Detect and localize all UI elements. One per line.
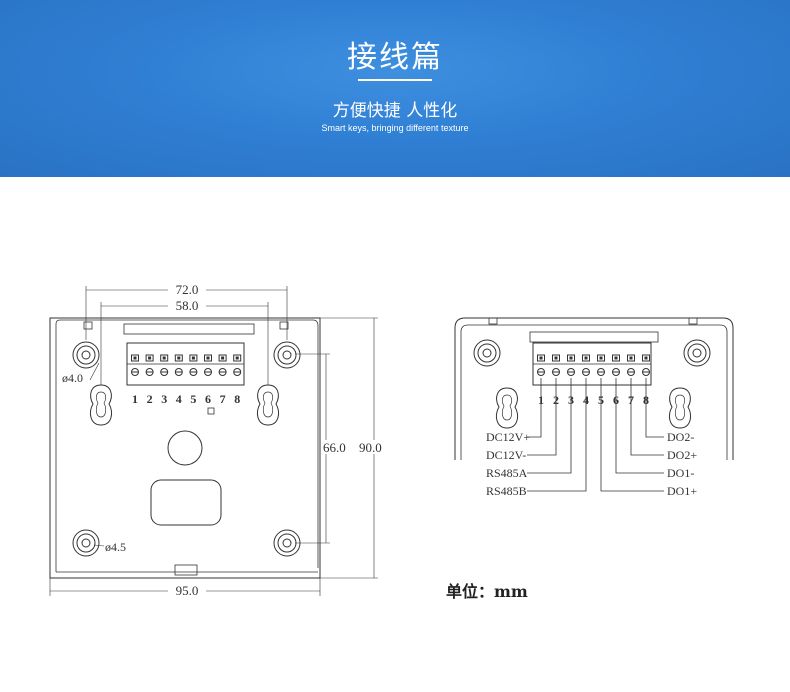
left-pin-core-7 xyxy=(221,356,225,360)
dim-66: 66.0 xyxy=(323,440,346,455)
right-pin-core-3 xyxy=(569,356,573,360)
screw-hole-right-left xyxy=(473,339,501,367)
right-pin-slot-7 xyxy=(627,354,635,362)
right-pin-core-4 xyxy=(584,356,588,360)
left-pin-core-3 xyxy=(162,356,166,360)
right-pin-slot-3 xyxy=(567,354,575,362)
rect-cutout xyxy=(150,479,222,526)
dim-hole-4: ø4.0 xyxy=(62,371,83,385)
banner-subtitle-en: Smart keys, bringing different texture xyxy=(321,123,469,133)
header-banner: 接线篇 方便快捷 人性化 Smart keys, bringing differ… xyxy=(0,0,790,177)
left-terminal-number-6: 6 xyxy=(205,392,211,406)
terminal-block-right xyxy=(532,342,652,386)
dim-58: 58.0 xyxy=(176,298,199,313)
keyhole-right xyxy=(256,384,280,426)
right-pin-slot-5 xyxy=(597,354,605,362)
left-terminal-number-2: 2 xyxy=(147,392,153,406)
left-pin-core-2 xyxy=(148,356,152,360)
left-pin-slot-3 xyxy=(160,354,169,362)
right-terminal-number-6: 6 xyxy=(613,393,619,407)
left-pin-slot-5 xyxy=(189,354,198,362)
wiring-leaders xyxy=(527,378,664,492)
right-terminal-number-3: 3 xyxy=(568,393,574,407)
label-do2-plus: DO2+ xyxy=(667,448,697,462)
left-pin-core-5 xyxy=(191,356,195,360)
right-wiring-drawing xyxy=(454,317,734,492)
left-pin-slot-2 xyxy=(145,354,154,362)
right-terminal-number-1: 1 xyxy=(538,393,544,407)
left-pin-slot-6 xyxy=(204,354,212,362)
right-pin-core-1 xyxy=(539,356,543,360)
left-terminal-number-1: 1 xyxy=(132,392,138,406)
left-terminal-number-5: 5 xyxy=(190,392,196,406)
dim-hole-4-5: ø4.5 xyxy=(105,540,126,554)
left-pin-slot-7 xyxy=(218,354,227,362)
right-terminal-number-5: 5 xyxy=(598,393,604,407)
left-pin-slot-8 xyxy=(233,354,242,362)
terminal-block-left xyxy=(126,342,245,386)
screw-hole-top-right xyxy=(273,341,301,369)
keyhole-right-a xyxy=(495,387,519,429)
cable-hole xyxy=(167,430,203,466)
right-pin-slot-8 xyxy=(642,354,650,362)
right-pin-core-2 xyxy=(554,356,558,360)
right-pin-core-6 xyxy=(614,356,618,360)
label-do2-minus: DO2- xyxy=(667,430,694,444)
right-terminal-number-8: 8 xyxy=(643,393,649,407)
right-terminal-number-4: 4 xyxy=(583,393,589,407)
left-terminal-number-3: 3 xyxy=(161,392,167,406)
left-pin-core-6 xyxy=(206,356,210,360)
right-pin-slot-6 xyxy=(612,354,620,362)
left-pin-core-4 xyxy=(177,356,181,360)
banner-title: 接线篇 xyxy=(347,40,443,75)
label-do1-minus: DO1- xyxy=(667,466,694,480)
label-dc12v-plus: DC12V+ xyxy=(486,430,530,444)
left-pin-core-1 xyxy=(133,356,137,360)
dim-72: 72.0 xyxy=(176,282,199,297)
screw-hole-right-right xyxy=(683,339,711,367)
title-underline xyxy=(358,79,432,81)
left-pin-slot-1 xyxy=(131,354,139,362)
keyhole-left xyxy=(89,384,113,426)
screw-hole-bottom-left xyxy=(72,529,100,557)
label-do1-plus: DO1+ xyxy=(667,484,697,498)
right-pin-slot-1 xyxy=(537,354,545,362)
unit-note: 单位：mm xyxy=(446,582,528,601)
screw-hole-top-left xyxy=(72,341,100,369)
right-pin-core-7 xyxy=(629,356,633,360)
left-pin-core-8 xyxy=(235,356,239,360)
right-terminal-number-7: 7 xyxy=(628,393,634,407)
panel-outline xyxy=(49,317,321,579)
left-terminal-number-4: 4 xyxy=(176,392,182,406)
left-terminal-number-7: 7 xyxy=(220,392,226,406)
label-dc12v-minus: DC12V- xyxy=(486,448,526,462)
label-rs485b: RS485B xyxy=(486,484,527,498)
banner-subtitle: 方便快捷 人性化 xyxy=(332,101,458,121)
right-pin-slot-4 xyxy=(582,354,590,362)
right-terminal-number-2: 2 xyxy=(553,393,559,407)
right-pin-core-8 xyxy=(644,356,648,360)
dim-95: 95.0 xyxy=(176,583,199,598)
keyhole-right-b xyxy=(668,387,692,429)
right-pin-core-5 xyxy=(599,356,603,360)
left-pin-slot-4 xyxy=(174,354,183,362)
label-rs485a: RS485A xyxy=(486,466,528,480)
left-terminal-number-8: 8 xyxy=(234,392,240,406)
right-pin-slot-2 xyxy=(552,354,560,362)
dim-90: 90.0 xyxy=(359,440,382,455)
